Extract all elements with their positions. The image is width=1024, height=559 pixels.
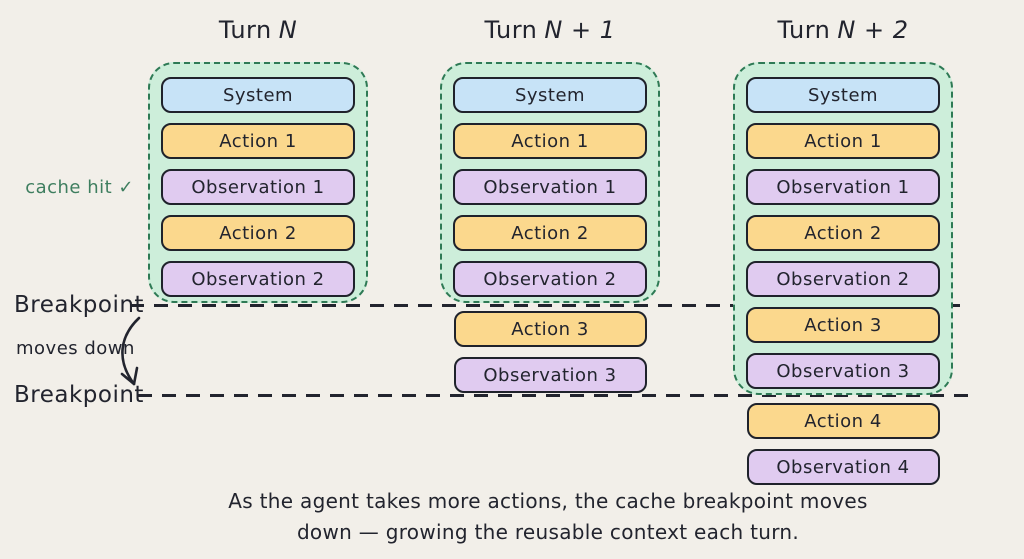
block-observation-4: Observation 4 bbox=[746, 449, 940, 485]
block-observation-3: Observation 3 bbox=[746, 353, 940, 389]
block-action-2: Action 2 bbox=[746, 215, 940, 251]
caption: As the agent takes more actions, the cac… bbox=[62, 486, 1024, 548]
breakpoint-line-top bbox=[130, 304, 968, 307]
column-title-word: Turn bbox=[218, 16, 272, 44]
block-action-1: Action 1 bbox=[161, 123, 355, 159]
block-observation-1: Observation 1 bbox=[746, 169, 940, 205]
breakpoint-line-bottom bbox=[138, 394, 968, 397]
block-system: System bbox=[453, 77, 647, 113]
block-action-3: Action 3 bbox=[453, 311, 647, 347]
block-action-1: Action 1 bbox=[453, 123, 647, 159]
uncached-region: Action 4 Observation 4 bbox=[746, 403, 940, 485]
block-observation-1: Observation 1 bbox=[161, 169, 355, 205]
block-action-3: Action 3 bbox=[746, 307, 940, 343]
block-action-4: Action 4 bbox=[746, 403, 940, 439]
block-observation-2: Observation 2 bbox=[161, 261, 355, 297]
block-system: System bbox=[161, 77, 355, 113]
column-title-math: N + 2 bbox=[837, 16, 909, 44]
block-action-2: Action 2 bbox=[453, 215, 647, 251]
block-observation-1: Observation 1 bbox=[453, 169, 647, 205]
cache-hit-label: cache hit ✓ bbox=[25, 177, 134, 198]
breakpoint-label-top: Breakpoint bbox=[14, 292, 144, 318]
uncached-region: Action 3 Observation 3 bbox=[453, 311, 647, 393]
breakpoint-label-bottom: Breakpoint bbox=[14, 382, 144, 408]
moves-down-label: moves down bbox=[16, 338, 135, 359]
block-observation-2: Observation 2 bbox=[746, 261, 940, 297]
caption-line-1: As the agent takes more actions, the cac… bbox=[228, 489, 868, 513]
block-action-1: Action 1 bbox=[746, 123, 940, 159]
block-system: System bbox=[746, 77, 940, 113]
caption-line-2: down — growing the reusable context each… bbox=[296, 520, 800, 544]
curved-arrow-icon bbox=[120, 316, 141, 386]
block-observation-3: Observation 3 bbox=[453, 357, 647, 393]
column-title-math: N bbox=[278, 16, 298, 44]
block-action-2: Action 2 bbox=[161, 215, 355, 251]
block-observation-2: Observation 2 bbox=[453, 261, 647, 297]
column-title-word: Turn bbox=[484, 16, 538, 44]
column-title-word: Turn bbox=[777, 16, 831, 44]
column-title-math: N + 1 bbox=[544, 16, 616, 44]
